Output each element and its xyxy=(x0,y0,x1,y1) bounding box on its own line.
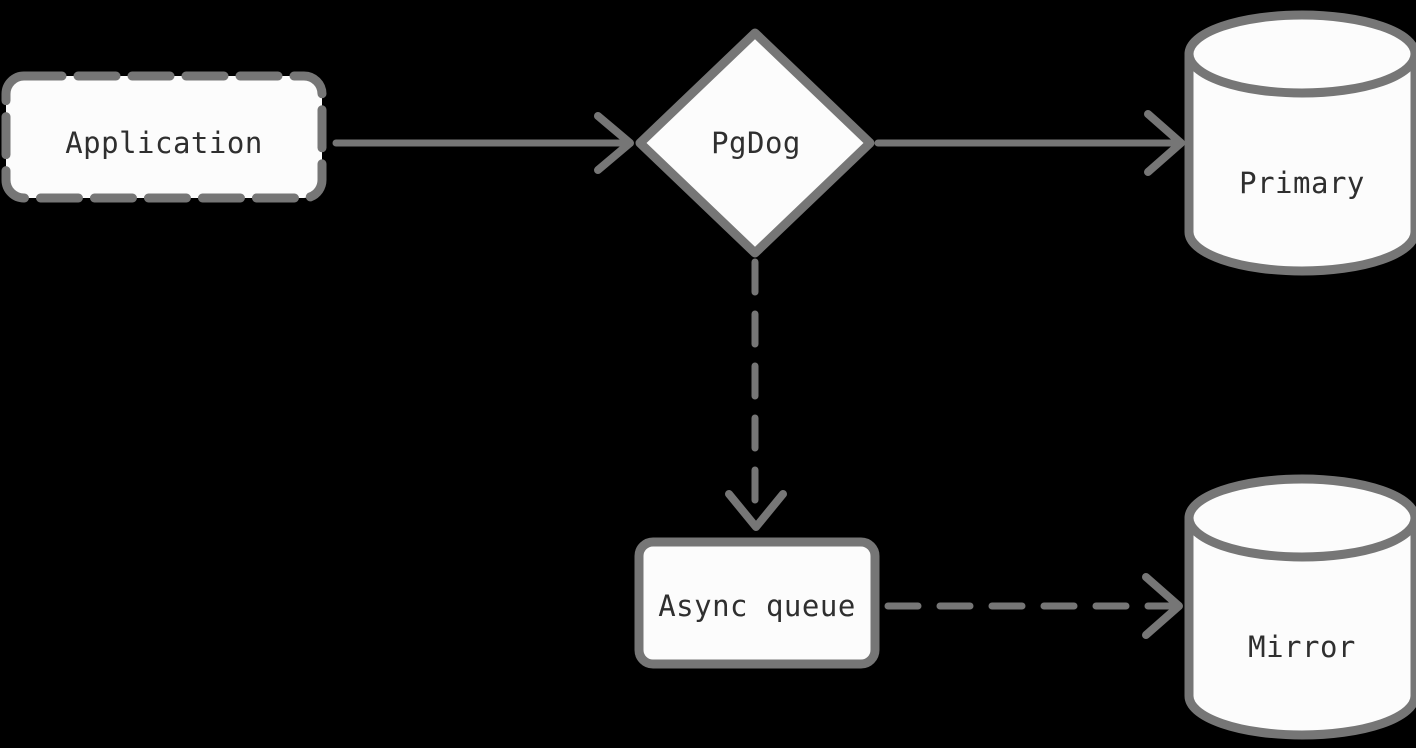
node-primary[interactable]: Primary xyxy=(1184,10,1416,276)
node-mirror-label: Mirror xyxy=(1248,630,1356,664)
node-pgdog[interactable]: PgDog xyxy=(635,28,875,258)
node-application-border xyxy=(1,71,327,203)
node-mirror-top-fill xyxy=(1189,479,1415,557)
node-pgdog-label: PgDog xyxy=(711,126,801,160)
node-primary-top-fill xyxy=(1189,15,1415,93)
node-application-fill xyxy=(6,76,322,198)
node-mirror-body-border xyxy=(1184,513,1416,740)
edge-async-queue-to-mirror-arrowhead xyxy=(1142,573,1183,639)
node-async-queue[interactable]: Async queue xyxy=(634,537,880,669)
node-application[interactable]: Application xyxy=(1,71,327,203)
node-application-label: Application xyxy=(65,126,263,160)
node-async-queue-label: Async queue xyxy=(658,589,856,623)
node-primary-top-border xyxy=(1184,10,1416,98)
edge-pgdog-to-primary xyxy=(874,110,1185,176)
edge-pgdog-to-primary-arrowhead xyxy=(1144,110,1185,176)
node-mirror[interactable]: Mirror xyxy=(1184,474,1416,740)
node-pgdog-border xyxy=(635,28,875,258)
node-primary-label: Primary xyxy=(1239,166,1365,200)
edge-pgdog-to-async-queue xyxy=(725,258,787,531)
edge-async-queue-to-mirror xyxy=(884,573,1183,639)
node-primary-body-border xyxy=(1184,49,1416,276)
node-async-queue-border xyxy=(634,537,880,669)
edge-application-to-pgdog-arrowhead xyxy=(594,112,634,174)
edge-pgdog-to-async-queue-arrowhead xyxy=(725,490,787,531)
node-async-queue-fill xyxy=(639,542,875,664)
node-mirror-top-border xyxy=(1184,474,1416,562)
edge-application-to-pgdog xyxy=(332,112,634,174)
